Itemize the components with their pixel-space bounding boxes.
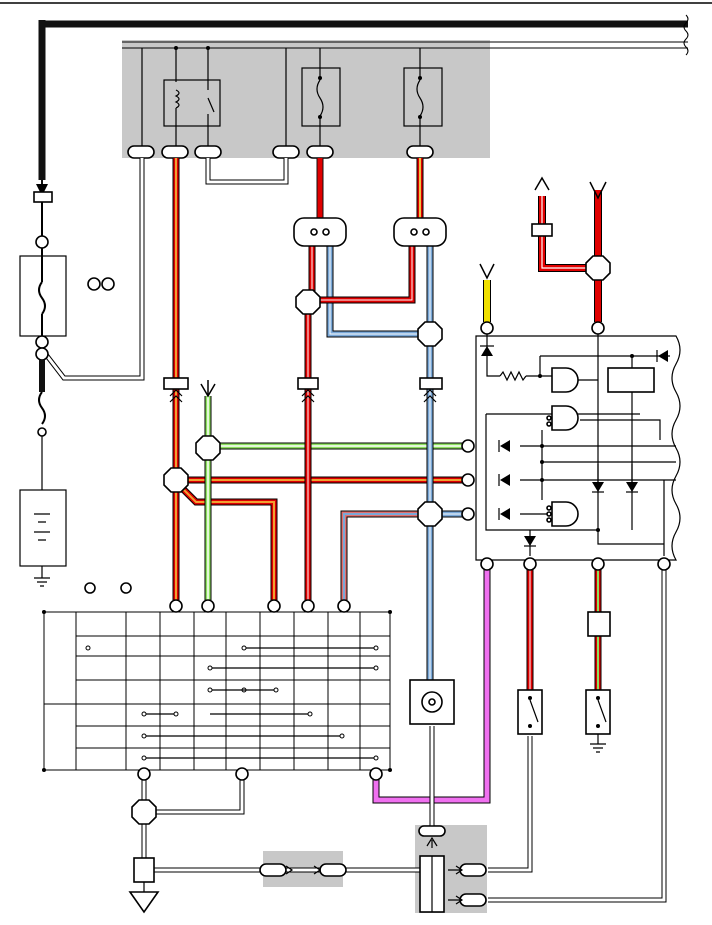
wire-green (200, 380, 468, 600)
switch-icon (585, 689, 611, 753)
connector-icon (84, 582, 96, 594)
diode-icon (480, 345, 668, 547)
fuse-icon (301, 48, 341, 146)
wire-yellow (479, 263, 495, 322)
inline-connector (587, 611, 611, 637)
control-module (461, 321, 681, 571)
splice-points (131, 255, 611, 825)
wire-white-ignition (42, 158, 145, 381)
battery-icon (19, 489, 67, 578)
bottom-connectors (259, 825, 487, 913)
fuse-icon (403, 48, 443, 146)
power-bus (36, 14, 689, 196)
junction-connectors (127, 145, 434, 159)
switch-icon (517, 689, 543, 735)
ground-icon (34, 577, 50, 587)
connector-pair-icon (87, 277, 115, 291)
wire-red-right (531, 176, 607, 322)
module-relay-box (607, 367, 655, 393)
wire-white-ground (141, 778, 420, 873)
wire-jumper (205, 158, 289, 185)
inline-connectors (163, 377, 443, 403)
junction-box-top (122, 40, 490, 158)
sensor-icon (409, 679, 455, 725)
wire-white-return (488, 566, 667, 903)
ground-icon (128, 857, 160, 914)
and-gate-icon (546, 367, 579, 527)
connector-icon (120, 582, 132, 594)
double-plug-icon (293, 217, 447, 247)
switch-table (42, 599, 392, 781)
fusible-link-icon (19, 191, 67, 490)
relay-icon (141, 46, 287, 146)
wire-red-blue (312, 246, 468, 700)
